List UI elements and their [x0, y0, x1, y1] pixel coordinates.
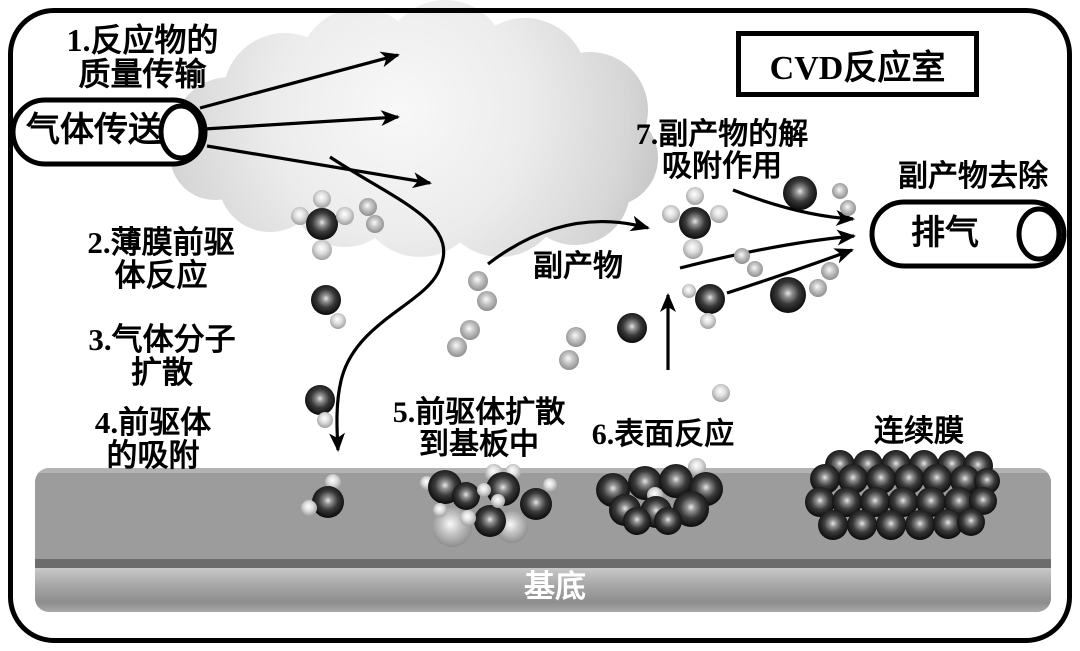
desorption-arrows [679, 188, 856, 295]
diffusion-arrow [329, 155, 446, 452]
cvd-chamber-box: CVD反应室 [736, 31, 979, 97]
byproduct-removal-label: 副产物去除 [898, 160, 1048, 193]
step-2-label: 2.薄膜前驱体反应 [87, 225, 235, 293]
surface-reaction-cluster [596, 458, 723, 535]
step-4-label: 4.前驱体的吸附 [94, 405, 212, 473]
island-cluster [420, 464, 557, 547]
substrate-label: 基底 [524, 569, 586, 604]
gas-inlet-pipe [10, 97, 208, 167]
step-7-label: 7.副产物的解吸附作用 [635, 118, 809, 183]
step-1-label: 1.反应物的质量传输 [66, 22, 219, 92]
step-6-label: 6.表面反应 [591, 418, 735, 451]
continuous-film-label: 连续膜 [874, 415, 964, 448]
mass-transport-arrows [199, 51, 432, 189]
chamber-border [8, 8, 1072, 643]
byproduct-arrow [487, 215, 650, 266]
exhaust-pipe [869, 199, 1067, 269]
continuous-film-cluster [805, 450, 1000, 540]
gas-inlet-label: 气体传送 [26, 112, 162, 149]
exhaust-label: 排气 [911, 215, 979, 252]
step-5-label: 5.前驱体扩散到基板中 [392, 396, 566, 461]
step-3-label: 3.气体分子扩散 [88, 322, 236, 390]
byproduct-label: 副产物 [533, 250, 623, 283]
